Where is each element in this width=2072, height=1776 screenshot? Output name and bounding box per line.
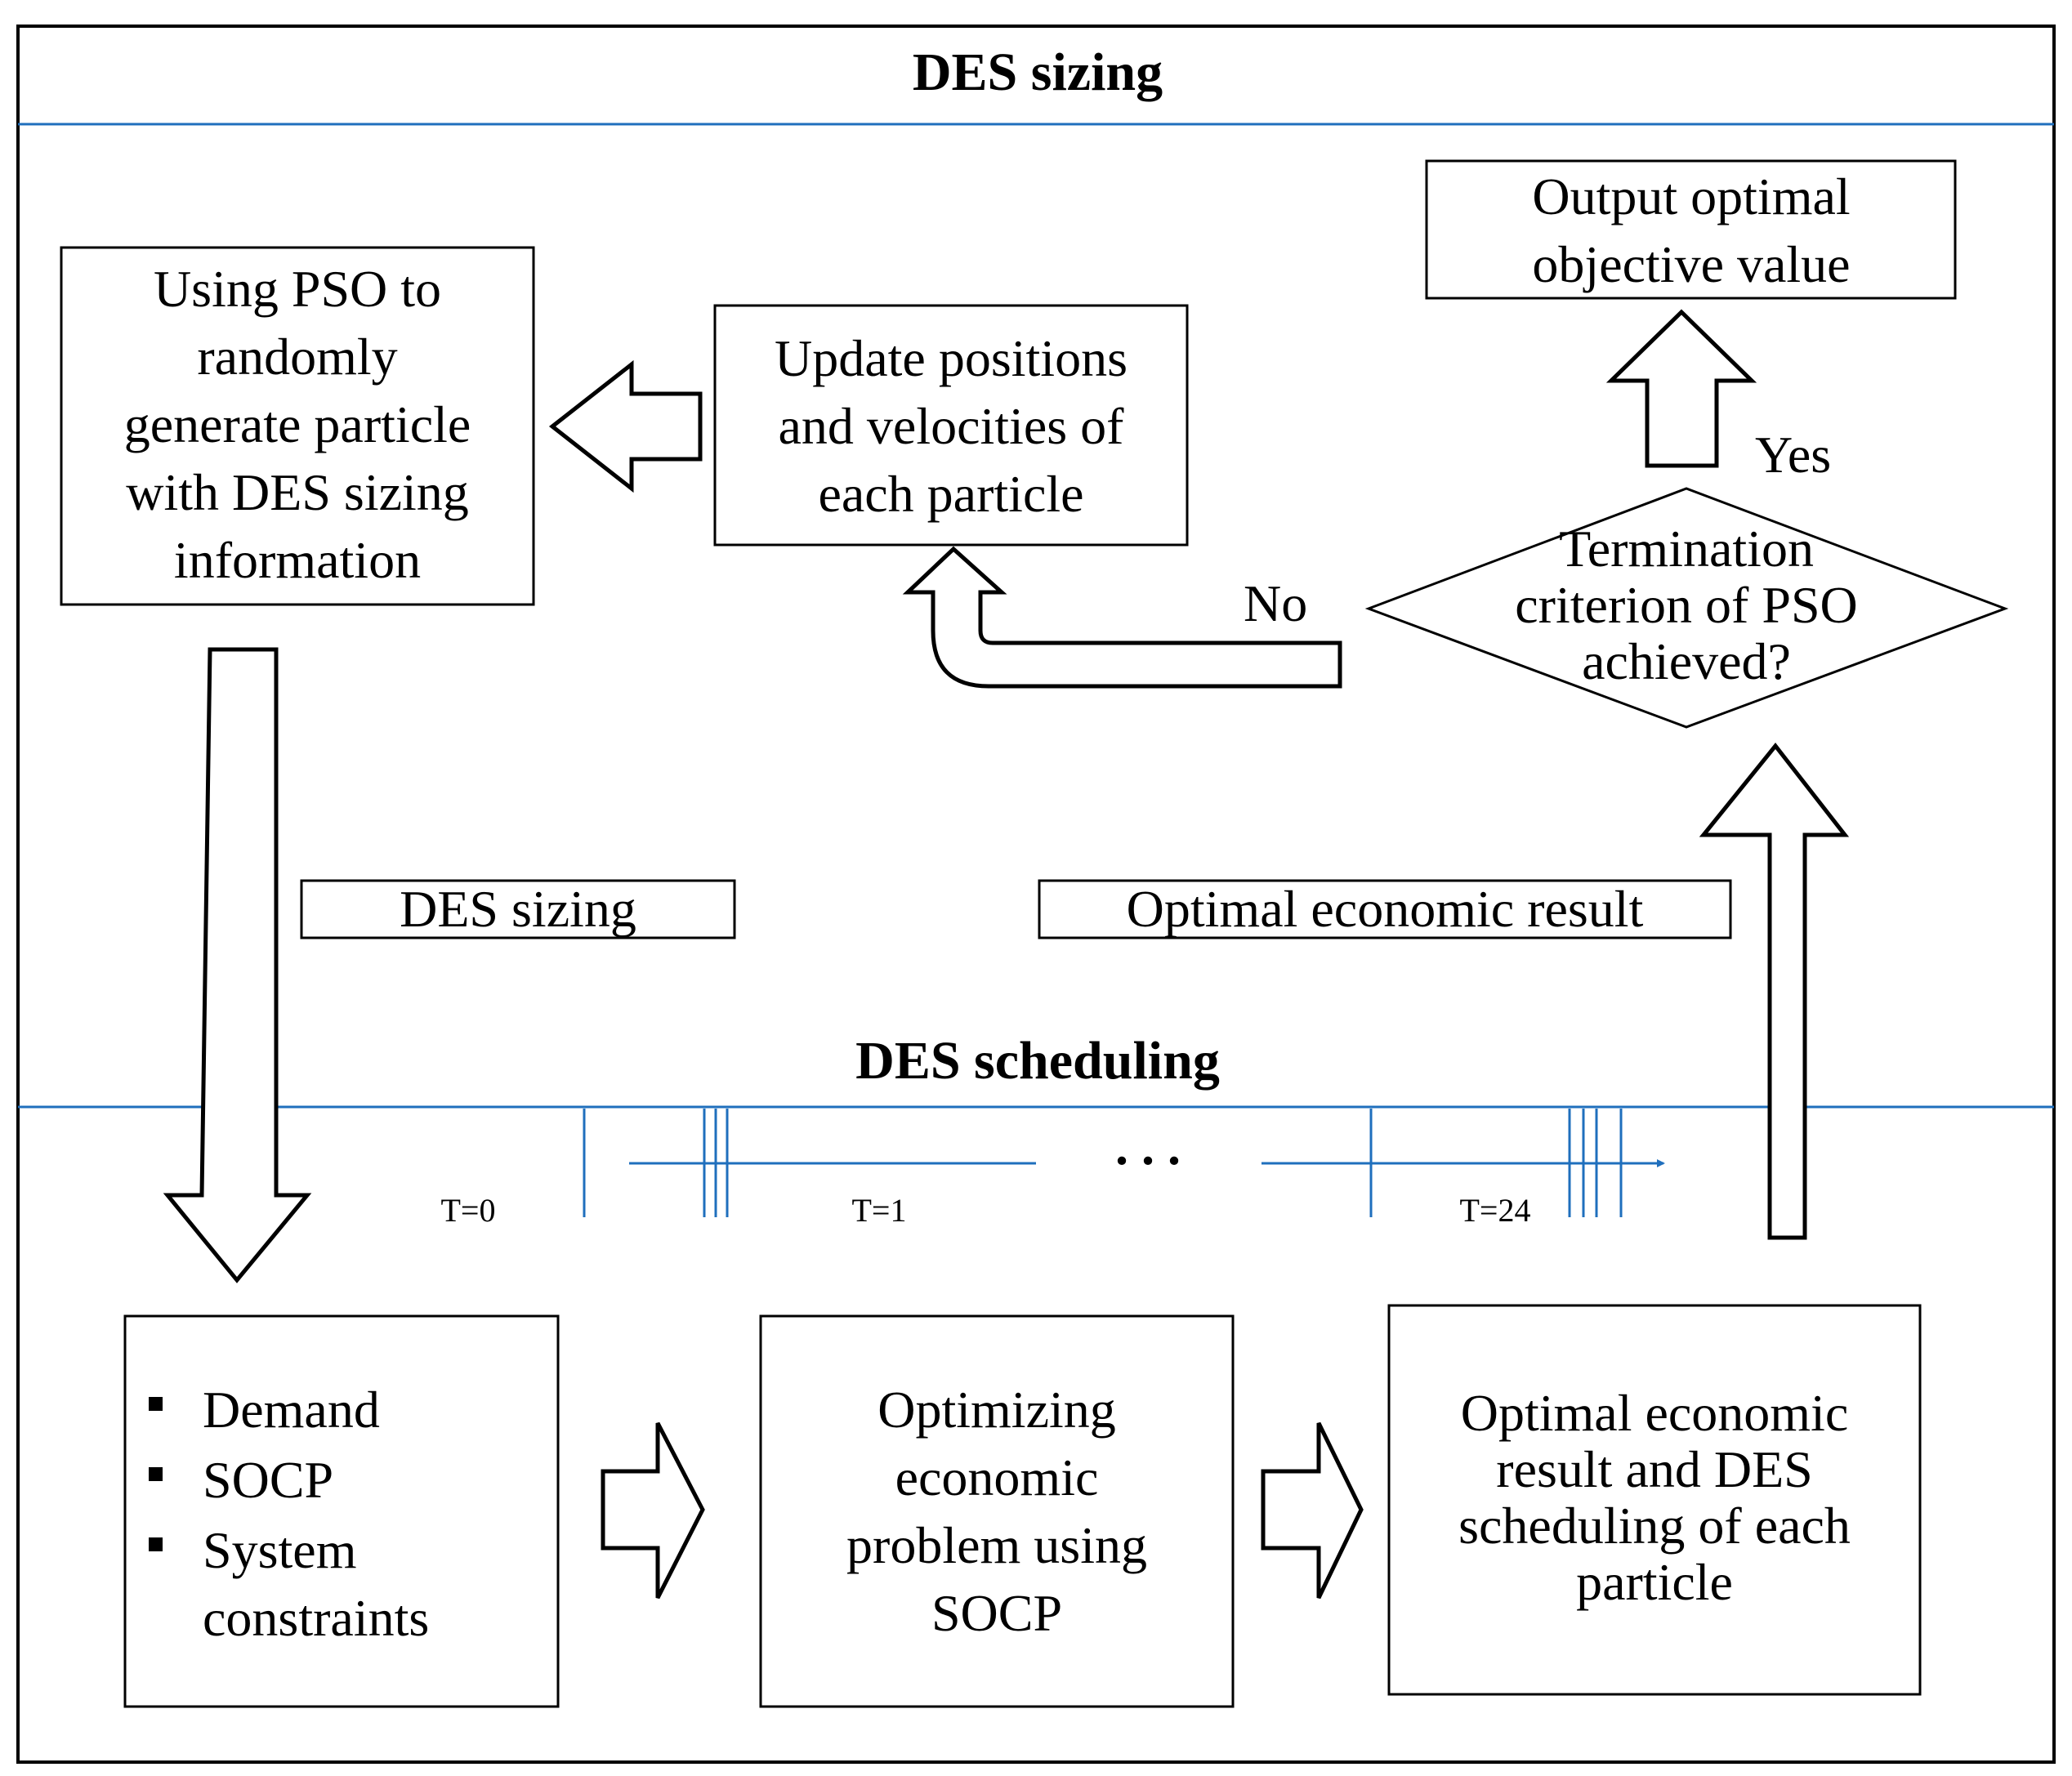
bullet-icon [149,1467,163,1481]
t1-label: T=1 [852,1192,907,1229]
svg-text:achieved?: achieved? [1582,632,1791,690]
bullet-icon [149,1537,163,1551]
svg-text:result and DES: result and DES [1496,1440,1813,1498]
svg-text:Output optimal: Output optimal [1532,167,1850,225]
arrow-result-up [1699,742,1850,1240]
svg-text:Termination: Termination [1559,520,1814,578]
svg-text:criterion of PSO: criterion of PSO [1515,576,1858,634]
svg-text:generate particle: generate particle [124,395,471,453]
des-sizing-tag: DES sizing [300,879,736,939]
arrow-no-to-update [902,546,1342,689]
svg-text:economic: economic [895,1448,1099,1506]
svg-text:Optimal economic result: Optimal economic result [1127,880,1644,938]
svg-text:System: System [203,1521,356,1579]
svg-text:objective value: objective value [1532,235,1850,293]
svg-text:SOCP: SOCP [931,1584,1062,1642]
arrow-update-to-generate [548,359,703,493]
optimizing-box: Optimizing economic problem using SOCP [759,1314,1235,1708]
svg-text:randomly: randomly [197,328,397,386]
svg-text:Optimizing: Optimizing [877,1381,1116,1439]
outer-frame [16,25,2056,1764]
svg-text:particle: particle [1576,1553,1733,1611]
output-box: Output optimal objective value [1425,159,1957,300]
svg-text:and velocities of: and velocities of [779,397,1125,455]
svg-text:Using PSO to: Using PSO to [154,260,441,318]
svg-text:SOCP: SOCP [203,1451,333,1509]
arrow-yes-to-output [1605,309,1757,468]
time-axis [583,1109,1665,1217]
svg-text:problem using: problem using [846,1516,1147,1574]
pso-generate-box: Using PSO to randomly generate particle … [60,246,535,606]
scheduling-title: DES scheduling [855,1031,1220,1091]
sizing-title: DES sizing [913,42,1163,102]
scheduling-result-box: Optimal economic result and DES scheduli… [1387,1304,1922,1696]
svg-text:each particle: each particle [818,465,1083,523]
arrow-optimizing-to-result [1261,1421,1364,1600]
termination-decision: Termination criterion of PSO achieved? [1364,487,2009,729]
t0-label: T=0 [441,1192,496,1229]
svg-text:constraints: constraints [203,1589,429,1647]
svg-text:scheduling of each: scheduling of each [1458,1497,1851,1555]
no-label: No [1244,574,1307,632]
svg-text:DES sizing: DES sizing [400,880,636,938]
arrow-sizing-down [163,647,312,1283]
time-ellipsis: . . . [1115,1118,1181,1176]
optimal-result-tag: Optimal economic result [1038,879,1732,939]
inputs-box: Demand SOCP System constraints [123,1314,560,1708]
svg-text:information: information [174,531,421,589]
yes-label: Yes [1755,426,1831,484]
svg-text:with DES sizing: with DES sizing [126,463,469,521]
svg-text:Demand: Demand [203,1381,380,1439]
svg-text:Update positions: Update positions [775,329,1128,387]
arrow-inputs-to-optimizing [601,1421,705,1600]
t24-label: T=24 [1460,1192,1531,1229]
svg-text:Optimal economic: Optimal economic [1461,1384,1849,1442]
bullet-icon [149,1397,163,1411]
update-particles-box: Update positions and velocities of each … [713,304,1189,547]
